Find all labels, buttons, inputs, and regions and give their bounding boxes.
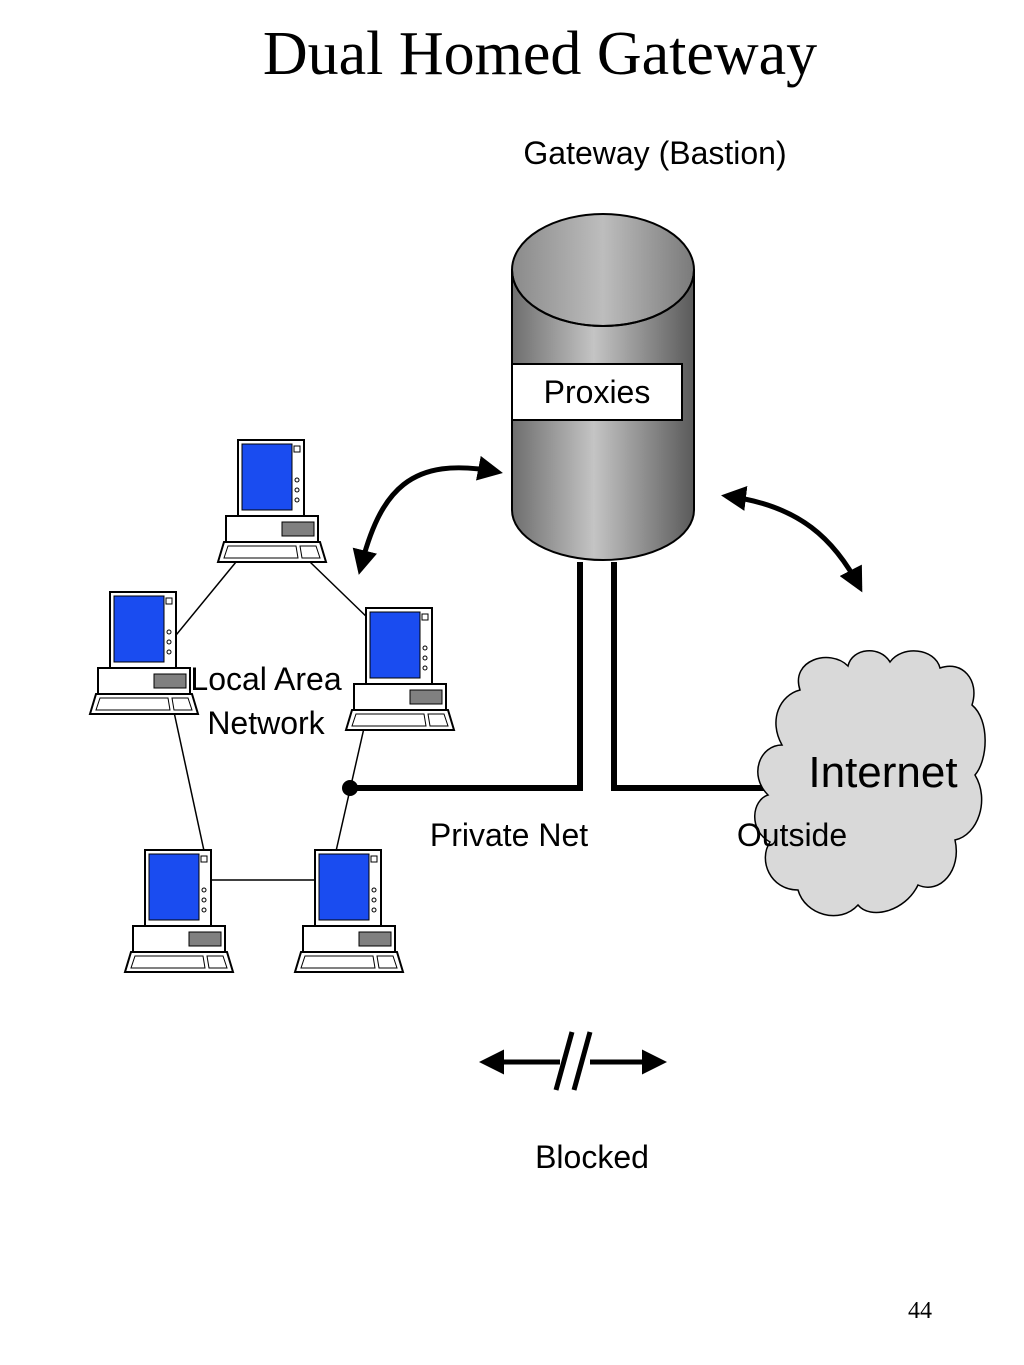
- proxies-label: Proxies: [544, 374, 651, 410]
- private-net-label: Private Net: [430, 817, 588, 853]
- page-number: 44: [908, 1298, 932, 1324]
- lan-ring-links: [171, 561, 373, 881]
- lan-computer-right-icon: [345, 607, 455, 731]
- page-title: Dual Homed Gateway: [263, 20, 817, 88]
- lan-computer-top-icon: [217, 439, 327, 563]
- lan-computer-bottom-left-icon: [124, 849, 234, 973]
- blocked-symbol-icon: [479, 1031, 667, 1091]
- proxies-box: [511, 363, 683, 421]
- outside-label: Outside: [737, 817, 847, 853]
- lan-computer-bottom-right-icon: [294, 849, 404, 973]
- lan-computer-left-icon: [89, 591, 199, 715]
- blocked-label: Blocked: [535, 1139, 649, 1175]
- gateway-label: Gateway (Bastion): [523, 135, 786, 171]
- private-net-link: [350, 562, 583, 791]
- lan-label-line1: Local Area: [190, 661, 341, 697]
- internet-cloud-icon: [754, 649, 986, 917]
- internet-label: Internet: [808, 748, 957, 797]
- lan-gateway-arrow: [352, 455, 503, 575]
- gateway-internet-arrow: [721, 486, 863, 593]
- outside-net-link: [611, 562, 780, 791]
- lan-label-line2: Network: [207, 705, 325, 741]
